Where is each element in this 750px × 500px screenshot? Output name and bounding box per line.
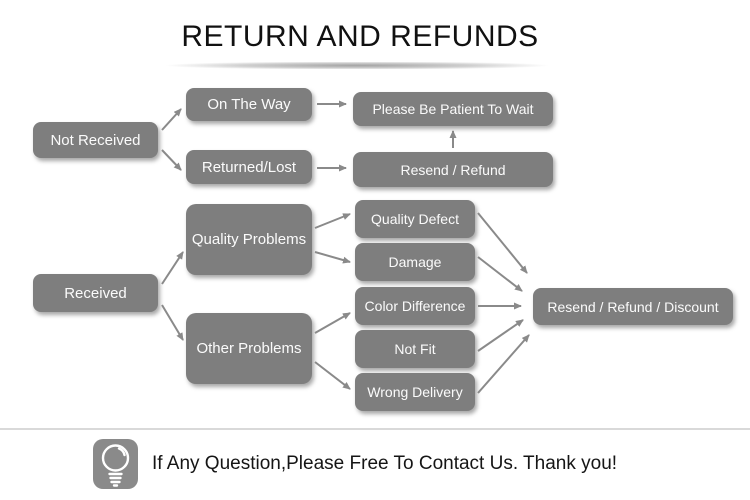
node-wrong-delivery: Wrong Delivery — [355, 373, 475, 411]
footer-divider — [0, 428, 750, 430]
node-color-difference: Color Difference — [355, 287, 475, 325]
title-underline — [156, 62, 558, 69]
node-resend-refund: Resend / Refund — [353, 152, 553, 187]
page-title: RETURN AND REFUNDS — [181, 20, 539, 53]
lightbulb-icon — [93, 439, 138, 489]
node-on-the-way: On The Way — [186, 88, 312, 121]
node-other-problems: Other Problems — [186, 313, 312, 384]
node-damage: Damage — [355, 243, 475, 281]
node-please-be-patient: Please Be Patient To Wait — [353, 92, 553, 126]
node-resend-refund-discount: Resend / Refund / Discount — [533, 288, 733, 325]
node-received: Received — [33, 274, 158, 312]
node-not-fit: Not Fit — [355, 330, 475, 368]
node-quality-problems: Quality Problems — [186, 204, 312, 275]
node-quality-defect: Quality Defect — [355, 200, 475, 238]
node-not-received: Not Received — [33, 122, 158, 158]
node-returned-lost: Returned/Lost — [186, 150, 312, 184]
footer-message: If Any Question,Please Free To Contact U… — [152, 453, 618, 474]
